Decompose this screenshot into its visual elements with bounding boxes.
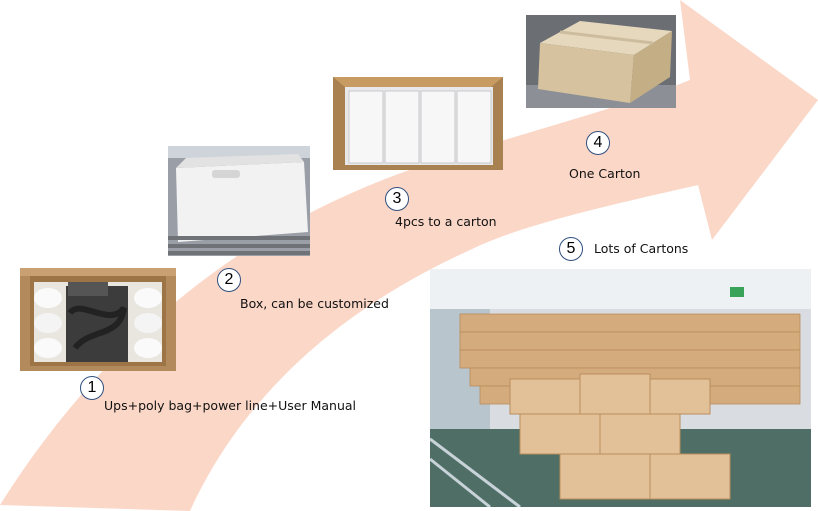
step-caption-4: One Carton xyxy=(569,166,641,181)
step-number-3: 3 xyxy=(385,187,409,211)
warehouse-cartons-photo xyxy=(430,269,811,507)
open-box-with-ups-photo xyxy=(20,268,176,371)
sealed-carton-photo xyxy=(526,15,676,108)
white-box-photo xyxy=(168,146,310,256)
step-caption-1: Ups+poly bag+power line+User Manual xyxy=(104,398,357,413)
step-caption-3: 4pcs to a carton xyxy=(395,214,497,229)
carton-with-four-boxes-photo xyxy=(333,77,503,170)
step-number-2: 2 xyxy=(217,268,241,292)
step-caption-2: Box, can be customized xyxy=(240,296,389,311)
step-number-1: 1 xyxy=(80,376,104,400)
step-number-5: 5 xyxy=(559,237,583,261)
step-number-4: 4 xyxy=(586,131,610,155)
step-caption-5: Lots of Cartons xyxy=(594,241,689,256)
